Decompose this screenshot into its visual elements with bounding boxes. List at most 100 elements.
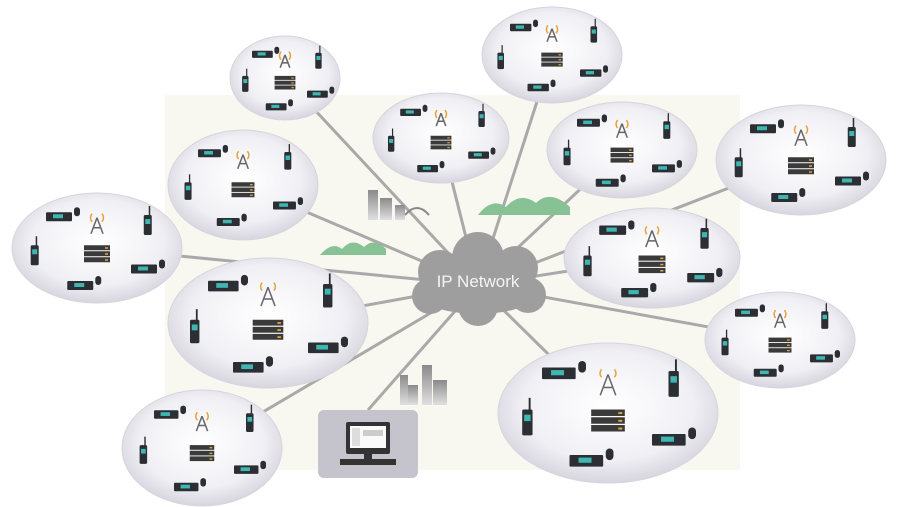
- mobile-radio-icon: [265, 99, 293, 111]
- handheld-radio-icon: [721, 329, 729, 356]
- radio-site-4[interactable]: [546, 101, 698, 199]
- mobile-radio-icon: [753, 364, 784, 377]
- mobile-radio-icon: [527, 79, 556, 92]
- repeater-stack-icon: [610, 147, 634, 163]
- radio-site-6[interactable]: [167, 129, 319, 241]
- radio-site-11[interactable]: [497, 342, 719, 484]
- repeater-stack-icon: [231, 182, 255, 198]
- repeater-stack-icon: [252, 319, 284, 340]
- repeater-stack-icon: [638, 255, 666, 274]
- mobile-radio-icon: [417, 161, 445, 173]
- repeater-stack-icon: [768, 337, 792, 353]
- radio-site-2[interactable]: [481, 6, 623, 104]
- radio-site-8[interactable]: [563, 207, 741, 309]
- mobile-radio-icon: [750, 119, 784, 134]
- handheld-radio-icon: [522, 397, 533, 436]
- mobile-radio-icon: [595, 174, 626, 187]
- mobile-radio-icon: [510, 19, 538, 32]
- radio-site-5[interactable]: [715, 104, 887, 216]
- radio-site-12[interactable]: [121, 389, 283, 507]
- handheld-radio-icon: [700, 218, 709, 249]
- mobile-radio-icon: [569, 448, 614, 467]
- mobile-radio-icon: [771, 188, 806, 202]
- radio-site-1[interactable]: [229, 35, 341, 121]
- mobile-radio-icon: [810, 349, 840, 363]
- handheld-radio-icon: [847, 118, 856, 147]
- handheld-radio-icon: [284, 144, 292, 170]
- mobile-radio-icon: [131, 259, 165, 274]
- tower-icon: [644, 225, 660, 248]
- mobile-radio-icon: [252, 46, 280, 58]
- repeater-stack-icon: [591, 409, 625, 432]
- computer-icon: [340, 422, 396, 465]
- scenery: [320, 190, 570, 405]
- tower-icon: [236, 150, 250, 170]
- handheld-radio-icon: [734, 148, 743, 178]
- mobile-radio-icon: [233, 356, 273, 373]
- mobile-radio-icon: [542, 361, 586, 380]
- mobile-radio-icon: [46, 207, 80, 222]
- handheld-radio-icon: [30, 236, 39, 266]
- mobile-radio-icon: [577, 114, 607, 127]
- repeater-stack-icon: [788, 157, 814, 175]
- mobile-radio-icon: [307, 86, 335, 98]
- radio-site-9[interactable]: [167, 257, 369, 389]
- tower-icon: [278, 51, 292, 68]
- handheld-radio-icon: [246, 404, 254, 433]
- mobile-radio-icon: [687, 267, 723, 283]
- handheld-radio-icon: [143, 206, 152, 235]
- tower-icon: [545, 24, 559, 43]
- handheld-radio-icon: [663, 113, 671, 139]
- mobile-radio-icon: [599, 220, 635, 235]
- handheld-radio-icon: [139, 436, 148, 464]
- city-skyline-bottom: [400, 365, 447, 405]
- handheld-radio-icon: [583, 246, 592, 277]
- tower-icon: [599, 368, 617, 396]
- mobile-radio-icon: [652, 427, 696, 446]
- mobile-radio-icon: [468, 147, 496, 159]
- tower-icon: [259, 282, 277, 307]
- handheld-radio-icon: [242, 68, 249, 92]
- mobile-radio-icon: [174, 478, 206, 492]
- radio-site-3[interactable]: [372, 92, 510, 184]
- handheld-radio-icon: [668, 359, 679, 397]
- mobile-radio-icon: [273, 197, 303, 210]
- repeater-stack-icon: [430, 135, 452, 150]
- tower-icon: [434, 109, 448, 127]
- radio-site-10[interactable]: [704, 291, 856, 389]
- handheld-radio-icon: [315, 45, 322, 69]
- hills-left: [320, 242, 386, 255]
- handheld-radio-icon: [821, 303, 829, 329]
- city-skyline-top: [368, 190, 430, 220]
- cloud: [412, 232, 546, 326]
- handheld-radio-icon: [563, 139, 571, 166]
- ip-network-label: IP Network: [436, 272, 520, 291]
- tower-icon: [793, 125, 809, 147]
- hills-right: [478, 196, 570, 215]
- repeater-stack-icon: [84, 245, 110, 263]
- tower-icon: [195, 411, 209, 432]
- handheld-radio-icon: [478, 103, 485, 127]
- mobile-radio-icon: [621, 282, 657, 298]
- mobile-radio-icon: [308, 336, 348, 354]
- handheld-radio-icon: [387, 128, 395, 152]
- repeater-stack-icon: [189, 445, 215, 462]
- tower-icon: [615, 119, 629, 138]
- tower-icon: [89, 213, 105, 235]
- mobile-radio-icon: [208, 274, 248, 292]
- mobile-radio-icon: [652, 159, 682, 173]
- handheld-radio-icon: [497, 45, 504, 70]
- dispatch-console[interactable]: [318, 410, 418, 478]
- tower-icon: [773, 309, 787, 328]
- mobile-radio-icon: [580, 65, 608, 77]
- mobile-radio-icon: [216, 213, 247, 226]
- mobile-radio-icon: [234, 460, 266, 474]
- radio-site-7[interactable]: [11, 192, 183, 304]
- mobile-radio-icon: [67, 276, 102, 290]
- mobile-radio-icon: [400, 104, 428, 116]
- radio-sites: [11, 6, 887, 507]
- handheld-radio-icon: [590, 18, 598, 43]
- mobile-radio-icon: [154, 405, 186, 419]
- mobile-radio-icon: [735, 304, 765, 317]
